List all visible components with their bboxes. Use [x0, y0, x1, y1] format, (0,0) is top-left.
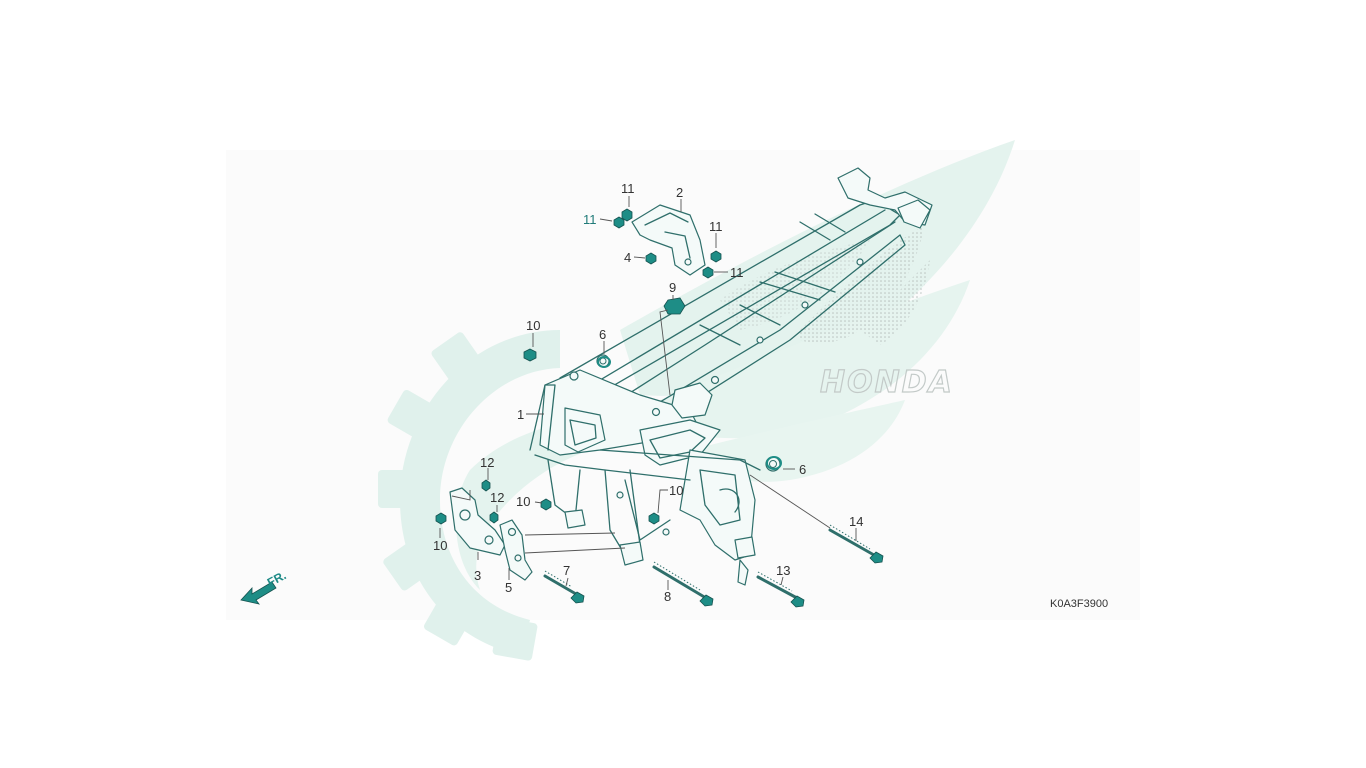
callout-11[interactable]: 11: [583, 212, 597, 227]
callout-3[interactable]: 3: [474, 568, 481, 583]
callout-13[interactable]: 13: [776, 563, 790, 578]
callout-10[interactable]: 10: [433, 538, 447, 553]
callout-10[interactable]: 10: [526, 318, 540, 333]
callout-1[interactable]: 1: [517, 407, 524, 422]
callout-11[interactable]: 11: [621, 181, 635, 196]
callout-7[interactable]: 7: [563, 563, 570, 578]
callout-11[interactable]: 11: [709, 219, 723, 234]
watermark-brand-text: HONDA: [820, 365, 954, 400]
leader-lines: [439, 196, 857, 590]
bolt-part-8[interactable]: [652, 561, 714, 607]
bracket-part-2[interactable]: [631, 204, 706, 276]
front-direction-arrow: FR.: [240, 568, 288, 605]
bolt-part-7[interactable]: [543, 570, 585, 604]
bolt-part-14[interactable]: [828, 524, 884, 564]
teal-fasteners: [435, 208, 782, 525]
callout-6[interactable]: 6: [799, 462, 806, 477]
callout-5[interactable]: 5: [505, 580, 512, 595]
callout-10[interactable]: 10: [669, 483, 683, 498]
main-frame-part-1[interactable]: [529, 167, 933, 586]
callout-8[interactable]: 8: [664, 589, 671, 604]
bolt-part-13[interactable]: [756, 571, 805, 608]
arrow-left-icon: [240, 581, 277, 605]
engine-hanger-part-3[interactable]: [449, 487, 506, 556]
callout-10[interactable]: 10: [516, 494, 530, 509]
callout-4[interactable]: 4: [624, 250, 631, 265]
callout-11[interactable]: 11: [730, 265, 744, 280]
callout-labels: 11 11 2 11 4 11 9 10 6 1 6 12 10 10 12 1…: [433, 181, 863, 604]
callout-12[interactable]: 12: [480, 455, 494, 470]
callout-6[interactable]: 6: [599, 327, 606, 342]
callout-14[interactable]: 14: [849, 514, 863, 529]
diagram-code: K0A3F3900: [1050, 598, 1108, 610]
callout-9[interactable]: 9: [669, 280, 676, 295]
callout-2[interactable]: 2: [676, 185, 683, 200]
engine-hanger-part-5[interactable]: [499, 519, 533, 581]
callout-12[interactable]: 12: [490, 490, 504, 505]
